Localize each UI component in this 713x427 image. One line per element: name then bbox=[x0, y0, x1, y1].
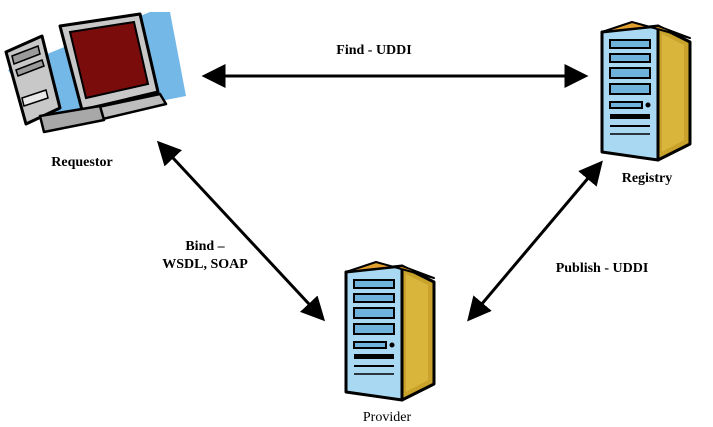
requestor-label: Requestor bbox=[51, 155, 113, 170]
registry-server-icon bbox=[600, 20, 692, 162]
provider-server-icon bbox=[344, 260, 436, 402]
find-uddi-label: Find - UDDI bbox=[336, 43, 412, 58]
bind-arrow bbox=[156, 140, 326, 322]
publish-arrow bbox=[467, 160, 603, 322]
provider-label: Provider bbox=[362, 410, 412, 425]
publish-uddi-label: Publish - UDDI bbox=[555, 261, 649, 276]
requestor-computer-icon bbox=[4, 12, 186, 134]
registry-label: Registry bbox=[621, 171, 673, 186]
bind-label-line2: WSDL, SOAP bbox=[162, 257, 248, 272]
bind-label-line1: Bind – bbox=[185, 239, 225, 254]
